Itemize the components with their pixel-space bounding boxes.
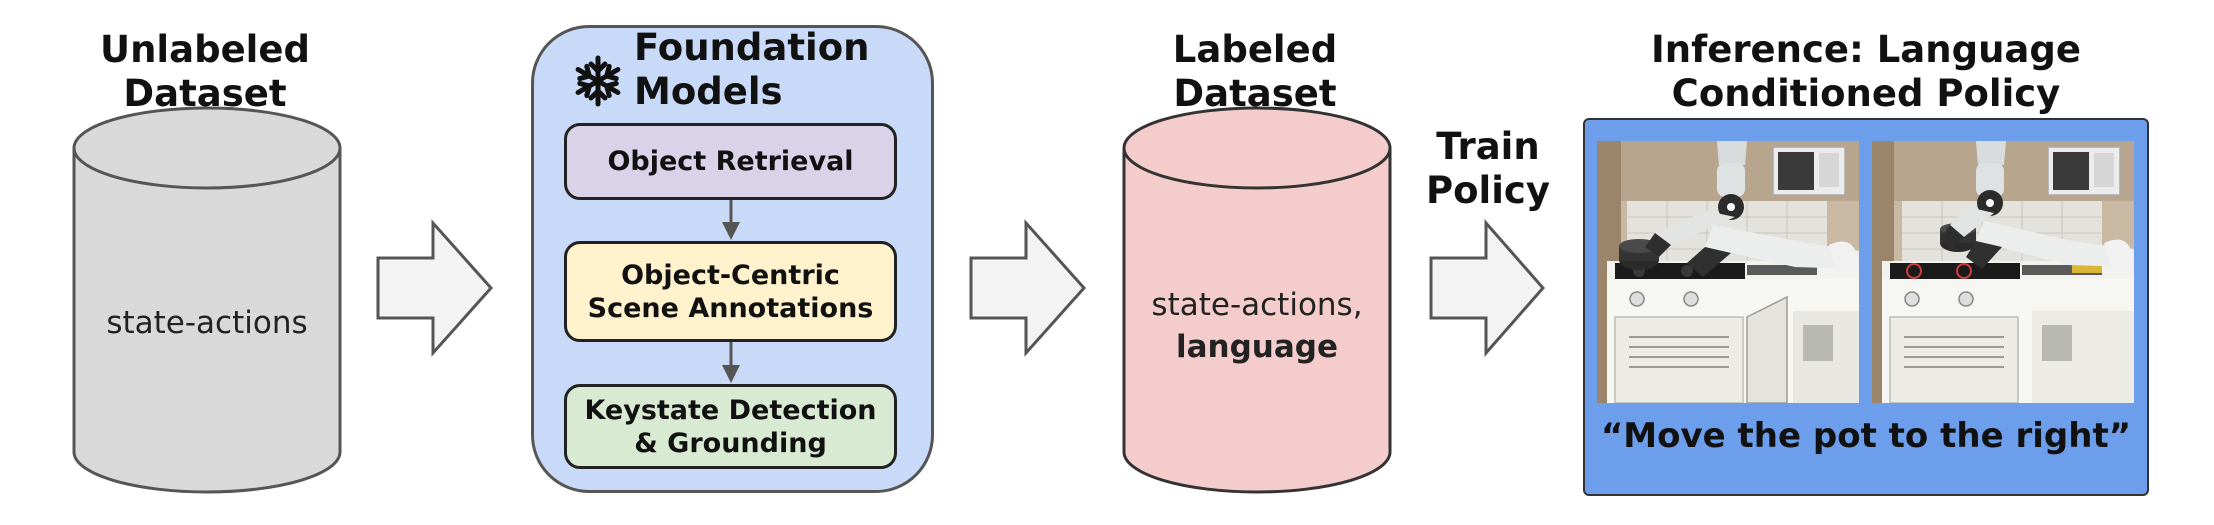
scene-annotations-label-line2: Scene Annotations [587, 292, 874, 324]
train-policy-label-line1: Train [1436, 125, 1540, 168]
keystate-detection-box: Keystate Detection & Grounding [564, 384, 897, 469]
instruction-text: “Move the pot to the right” [1600, 416, 2132, 456]
labeled-dataset-content-line2: language [1175, 329, 1338, 365]
scene-annotations-label-line1: Object-Centric [621, 259, 840, 291]
unlabeled-dataset-title: Unlabeled Dataset [60, 28, 350, 116]
train-policy-label-line2: Policy [1426, 169, 1550, 212]
unlabeled-dataset-content: state-actions [106, 305, 308, 341]
keystate-detection-label-line1: Keystate Detection [584, 394, 877, 426]
connector-arrow-1 [722, 200, 740, 240]
inference-title-line1: Inference: Language [1651, 28, 2081, 71]
labeled-dataset-content-line1: state-actions, [1151, 287, 1363, 323]
train-policy-label: Train Policy [1418, 125, 1558, 213]
unlabeled-dataset-title-line1: Unlabeled [100, 28, 310, 71]
scene-annotations-box: Object-Centric Scene Annotations [564, 241, 897, 342]
object-retrieval-box: Object Retrieval [564, 123, 897, 200]
inference-title-line2: Conditioned Policy [1671, 72, 2061, 115]
keystate-detection-label-line2: & Grounding [634, 427, 827, 459]
inference-title: Inference: Language Conditioned Policy [1583, 28, 2149, 116]
foundation-models-title-line2: Models [634, 70, 783, 113]
connector-arrow-2 [722, 342, 740, 383]
foundation-models-title-line1: Foundation [634, 26, 870, 69]
foundation-models-title: Foundation Models [634, 26, 894, 114]
robot-kitchen-photo-before [1597, 141, 1859, 403]
robot-kitchen-photo-after [1872, 141, 2134, 403]
labeled-dataset-title-line1: Labeled [1172, 28, 1338, 71]
object-retrieval-label: Object Retrieval [607, 146, 854, 177]
labeled-dataset-content: state-actions, language [1124, 284, 1390, 368]
